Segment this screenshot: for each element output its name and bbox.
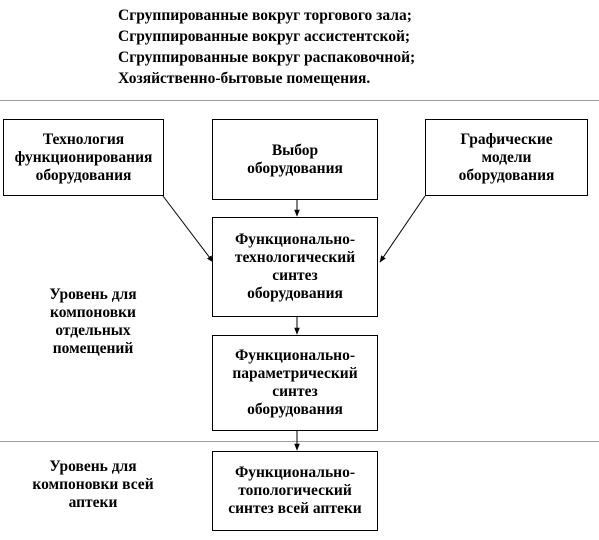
box-graphic-label: Графические модели оборудования	[458, 130, 555, 184]
header-item-1: Сгруппированные вокруг торгового зала;	[118, 7, 412, 24]
arrow-graphic-to-func-tech	[379, 195, 426, 263]
divider-top	[0, 100, 599, 101]
box-selection-label: Выбор оборудования	[247, 141, 343, 177]
box-func-tech: Функционально- технологический синтез об…	[212, 217, 378, 317]
box-func-topo-label: Функционально- топологический синтез все…	[228, 464, 362, 517]
arrow-technology-to-func-tech	[162, 195, 214, 263]
level-rooms-label: Уровень для компоновки отдельных помещен…	[49, 286, 137, 357]
box-func-param: Функционально- параметрический синтез об…	[212, 335, 378, 431]
box-graphic: Графические модели оборудования	[425, 119, 588, 196]
box-selection: Выбор оборудования	[212, 119, 378, 200]
box-func-topo: Функционально- топологический синтез все…	[212, 451, 378, 531]
header-item-4: Хозяйственно-бытовые помещения.	[118, 70, 371, 87]
level-pharmacy-label: Уровень для компоновки всей аптеки	[32, 458, 154, 511]
box-func-param-label: Функционально- параметрический синтез об…	[232, 347, 358, 418]
header-list: Сгруппированные вокруг торгового зала; С…	[118, 5, 588, 89]
box-technology: Технология функционирования оборудования	[3, 119, 164, 196]
header-item-2: Сгруппированные вокруг ассистентской;	[118, 28, 411, 45]
box-func-tech-label: Функционально- технологический синтез об…	[234, 231, 356, 302]
box-technology-label: Технология функционирования оборудования	[14, 130, 153, 184]
header-item-3: Сгруппированные вокруг распаковочной;	[118, 49, 416, 66]
divider-bottom	[0, 441, 599, 442]
